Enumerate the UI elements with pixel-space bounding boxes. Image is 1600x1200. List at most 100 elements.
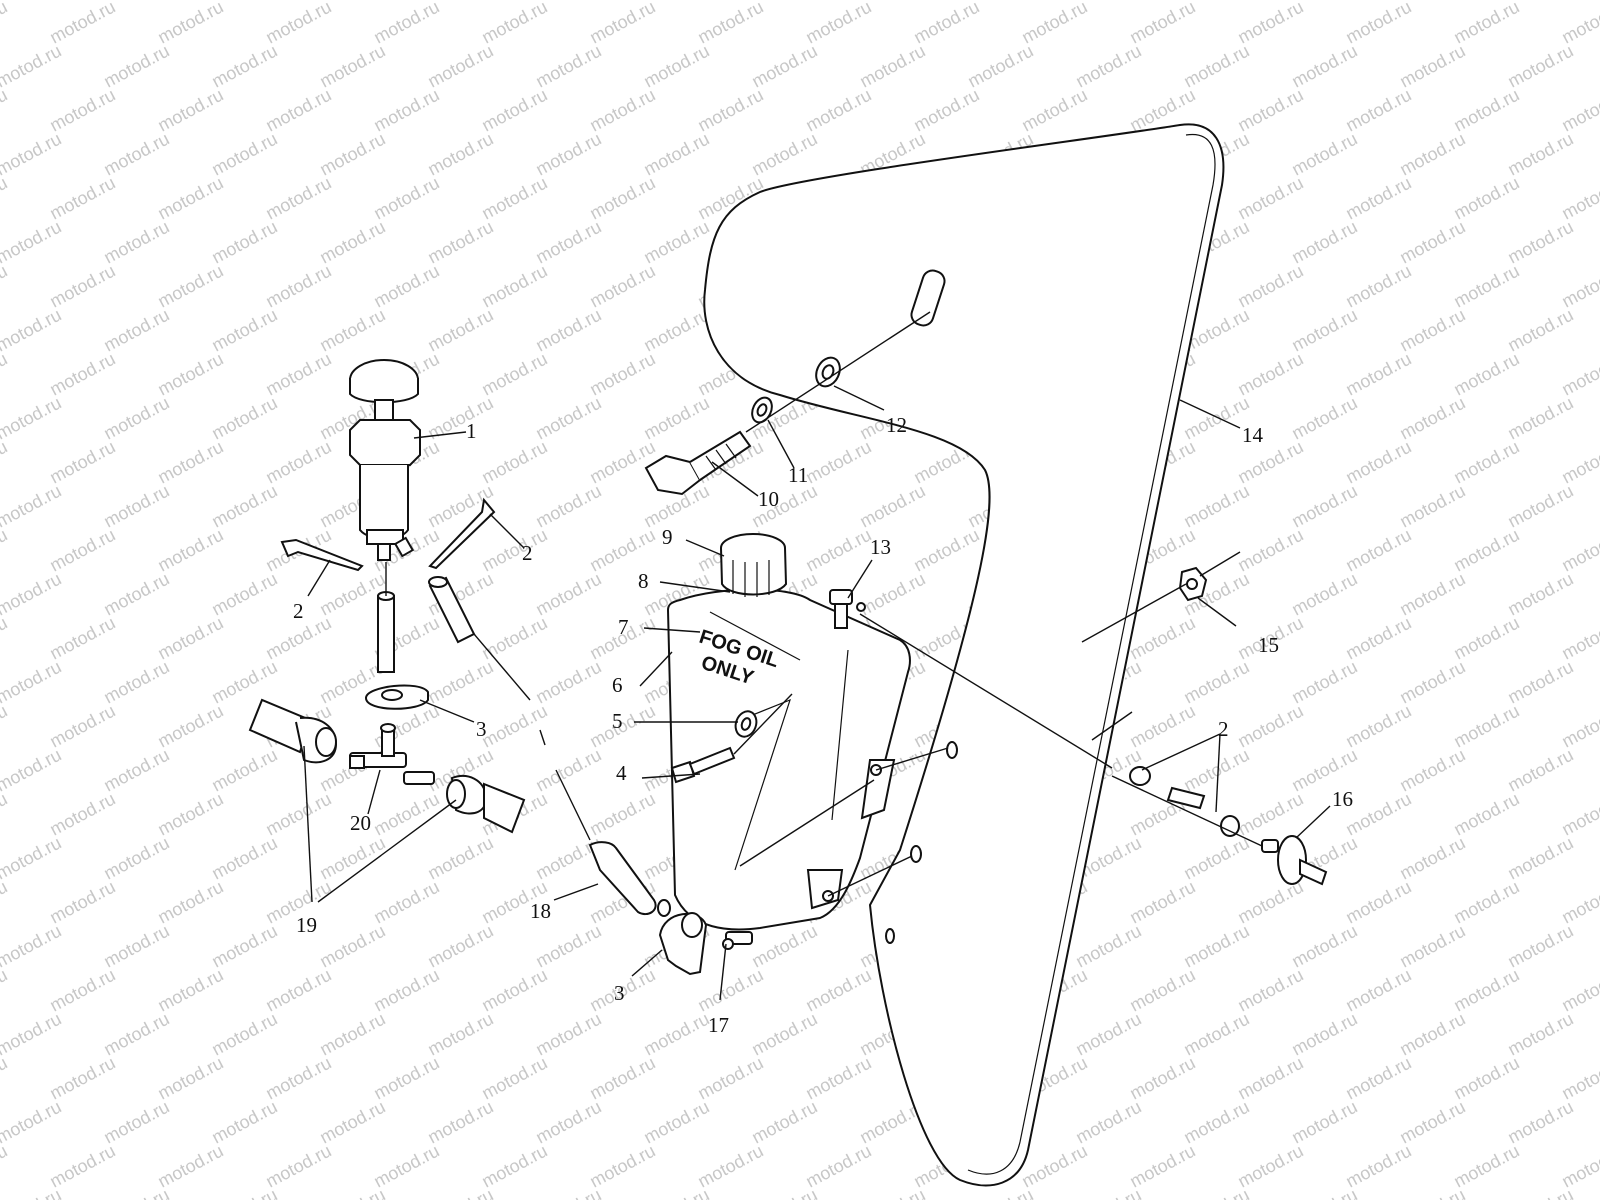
watermark-text: motod.ru	[532, 217, 604, 268]
watermark-text: motod.ru	[154, 701, 226, 752]
watermark-text: motod.ru	[1072, 41, 1144, 92]
watermark-text: motod.ru	[640, 1185, 712, 1200]
watermark-text: motod.ru	[532, 305, 604, 356]
watermark-text: motod.ru	[1288, 569, 1360, 620]
watermark-text: motod.ru	[1450, 525, 1522, 576]
watermark-text: motod.ru	[1234, 789, 1306, 840]
watermark-text: motod.ru	[1558, 1141, 1600, 1192]
watermark-text: motod.ru	[1504, 657, 1576, 708]
watermark-text: motod.ru	[1558, 437, 1600, 488]
watermark-text: motod.ru	[802, 965, 874, 1016]
watermark-text: motod.ru	[586, 261, 658, 312]
watermark-text: motod.ru	[1126, 965, 1198, 1016]
hose-clamp-part-3-upper	[364, 684, 429, 710]
watermark-text: motod.ru	[478, 1053, 550, 1104]
watermark-text: motod.ru	[1126, 877, 1198, 928]
watermark-text: motod.ru	[1396, 41, 1468, 92]
watermark-text: motod.ru	[1288, 393, 1360, 444]
watermark-text: motod.ru	[586, 789, 658, 840]
watermark-text: motod.ru	[0, 481, 65, 532]
watermark-text: motod.ru	[1288, 1009, 1360, 1060]
watermark-text: motod.ru	[694, 85, 766, 136]
watermark-text: motod.ru	[1342, 1053, 1414, 1104]
watermark-text: motod.ru	[154, 789, 226, 840]
watermark-text: motod.ru	[154, 85, 226, 136]
watermark-text: motod.ru	[1504, 745, 1576, 796]
callout-numbers: 1 2 2 2 3 3 4 5 6 7 8 9 10 11 12 13 14 1…	[293, 413, 1353, 1037]
watermark-text: motod.ru	[1450, 965, 1522, 1016]
watermark-text: motod.ru	[1072, 1185, 1144, 1200]
watermark-text: motod.ru	[532, 921, 604, 972]
watermark-text: motod.ru	[424, 657, 496, 708]
watermark-text: motod.ru	[1342, 261, 1414, 312]
watermark-text: motod.ru	[532, 657, 604, 708]
watermark-text: motod.ru	[1288, 41, 1360, 92]
callout-9: 9	[662, 525, 673, 549]
watermark-text: motod.ru	[1396, 129, 1468, 180]
watermark-text: motod.ru	[640, 41, 712, 92]
callout-10: 10	[758, 487, 779, 511]
drain-fitting-part-17	[722, 931, 753, 950]
watermark-text: motod.ru	[154, 261, 226, 312]
watermark-text: motod.ru	[748, 1097, 820, 1148]
watermark-text: motod.ru	[46, 261, 118, 312]
watermark-text: motod.ru	[424, 1009, 496, 1060]
watermark-text: motod.ru	[1558, 613, 1600, 664]
watermark-text: motod.ru	[640, 129, 712, 180]
callout-3-upper: 3	[476, 717, 487, 741]
watermark-text: motod.ru	[532, 745, 604, 796]
watermark-text: motod.ru	[802, 0, 874, 48]
watermark-text: motod.ru	[1288, 1185, 1360, 1200]
watermark-text: motod.ru	[370, 1141, 442, 1192]
watermark-text: motod.ru	[1396, 217, 1468, 268]
bolt-part-10	[644, 430, 752, 496]
watermark-text: motod.ru	[100, 217, 172, 268]
watermark-text: motod.ru	[1288, 657, 1360, 708]
watermark-text: motod.ru	[856, 41, 928, 92]
watermark-text: motod.ru	[208, 217, 280, 268]
watermark-text: motod.ru	[1450, 613, 1522, 664]
watermark-text: motod.ru	[1450, 261, 1522, 312]
watermark-text: motod.ru	[1342, 349, 1414, 400]
watermark-text: motod.ru	[802, 1141, 874, 1192]
watermark-text: motod.ru	[262, 1141, 334, 1192]
watermark-text: motod.ru	[532, 1097, 604, 1148]
watermark-text: motod.ru	[1234, 525, 1306, 576]
watermark-text: motod.ru	[1180, 1097, 1252, 1148]
watermark-text: motod.ru	[1504, 1097, 1576, 1148]
watermark-text: motod.ru	[1450, 85, 1522, 136]
watermark-text: motod.ru	[1234, 701, 1306, 752]
panel-grommets	[910, 741, 958, 863]
watermark-text: motod.ru	[1396, 1097, 1468, 1148]
watermark-text: motod.ru	[586, 437, 658, 488]
watermark-text: motod.ru	[694, 0, 766, 48]
watermark-text: motod.ru	[1504, 393, 1576, 444]
watermark-text: motod.ru	[154, 0, 226, 48]
watermark-text: motod.ru	[1288, 481, 1360, 532]
watermark-text: motod.ru	[1450, 0, 1522, 48]
watermark-text: motod.ru	[424, 1185, 496, 1200]
watermark-text: motod.ru	[208, 1097, 280, 1148]
watermark-text: motod.ru	[478, 261, 550, 312]
watermark-text: motod.ru	[262, 85, 334, 136]
watermark-text: motod.ru	[586, 85, 658, 136]
clip-part-2-right	[428, 497, 496, 570]
watermark-text: motod.ru	[1126, 1053, 1198, 1104]
hose-clamp-part-3-lower	[658, 912, 708, 976]
tank-cap-part-9	[720, 533, 788, 597]
watermark-text: motod.ru	[0, 569, 65, 620]
side-panel-part-14	[703, 123, 1225, 1187]
oil-tank-part-6: FOG OIL ONLY	[666, 588, 911, 931]
watermark-text: motod.ru	[0, 877, 11, 928]
watermark-text: motod.ru	[0, 833, 65, 884]
watermark-text: motod.ru	[370, 789, 442, 840]
watermark-text: motod.ru	[0, 657, 65, 708]
watermark-text: motod.ru	[154, 525, 226, 576]
watermark-text: motod.ru	[478, 701, 550, 752]
washer-part-11	[751, 396, 773, 424]
watermark-text: motod.ru	[0, 525, 11, 576]
watermark-text: motod.ru	[0, 217, 65, 268]
watermark-text: motod.ru	[0, 393, 65, 444]
watermark-text: motod.ru	[640, 217, 712, 268]
watermark-text: motod.ru	[694, 1053, 766, 1104]
